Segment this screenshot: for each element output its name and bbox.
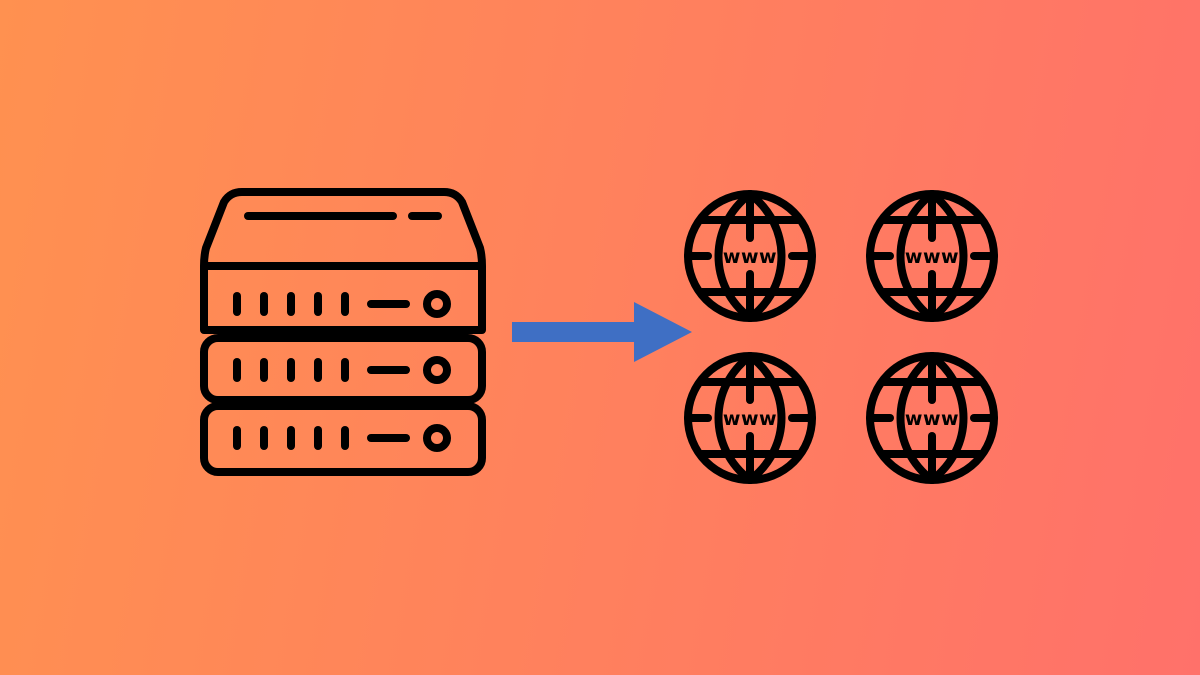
globe-label: www (905, 246, 959, 268)
globe-meridian-right (928, 190, 968, 322)
server-unit-2-led (423, 356, 451, 384)
server-unit-3-led (423, 424, 451, 452)
globe-icon: www (684, 352, 816, 484)
globe-meridian-left (896, 190, 936, 322)
globe-meridian-left (714, 190, 754, 322)
arrow-head (634, 302, 692, 362)
globe-label: www (905, 408, 959, 430)
server-unit-2 (200, 334, 486, 404)
arrow-right-icon (512, 302, 692, 362)
globe-icon: www (866, 190, 998, 322)
globe-meridian-right (928, 352, 968, 484)
globe-icon: www (684, 190, 816, 322)
globe-meridian-left (896, 352, 936, 484)
globe-label: www (723, 246, 777, 268)
globe-meridian-left (714, 352, 754, 484)
server-unit-1-led (423, 290, 451, 318)
globe-icon: www (866, 352, 998, 484)
globe-meridian-right (746, 190, 786, 322)
server-rack-icon (200, 188, 486, 476)
server-top-housing (200, 188, 486, 334)
arrow-shaft (512, 322, 650, 342)
server-unit-3 (200, 402, 486, 476)
server-unit-1 (233, 290, 451, 318)
globe-label: www (723, 408, 777, 430)
globe-meridian-right (746, 352, 786, 484)
